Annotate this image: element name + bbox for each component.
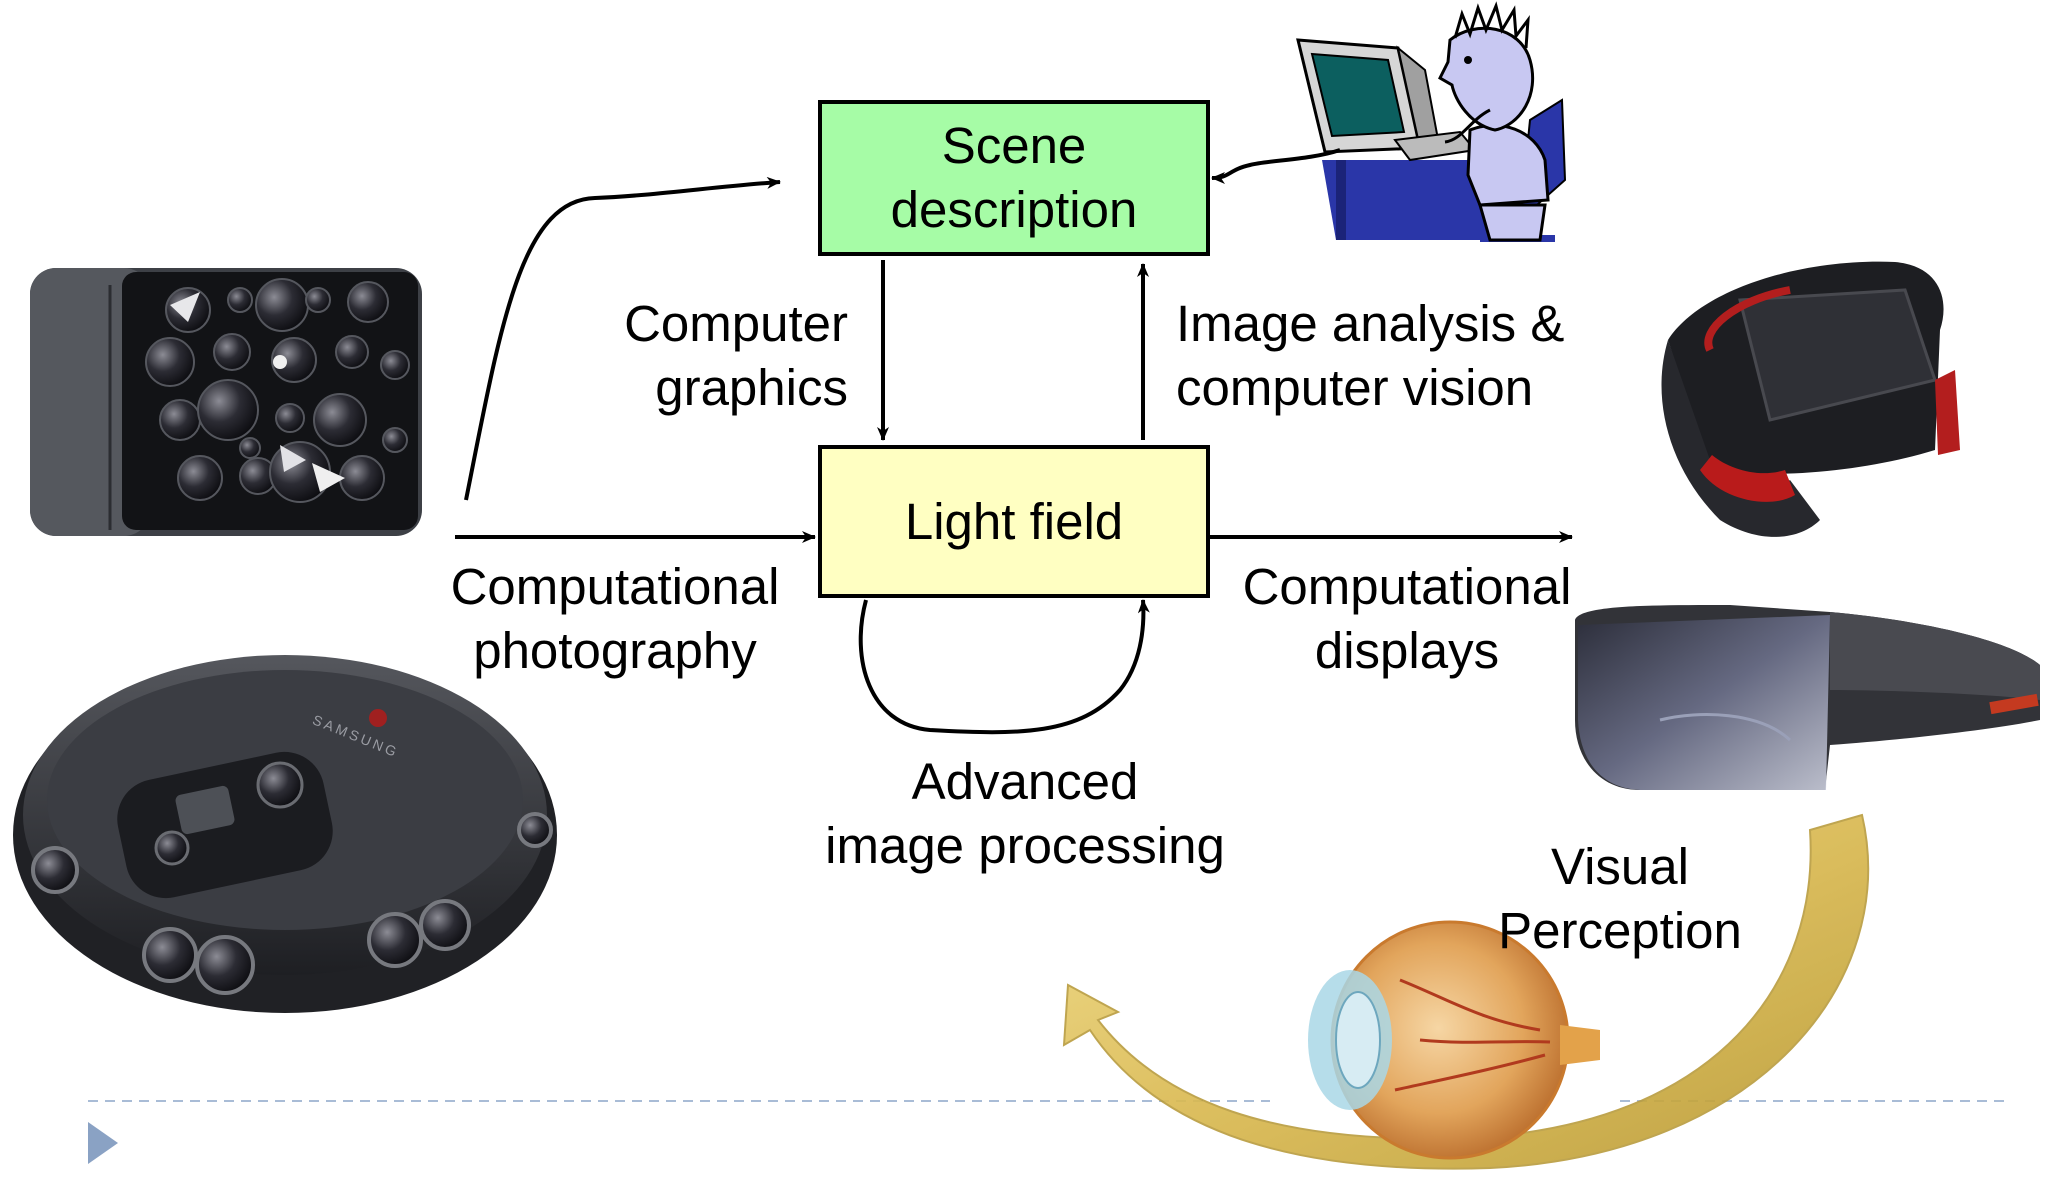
image-processing-loop-arrow (858, 599, 1150, 735)
advanced-image-processing-label: Advanced image processing (825, 753, 1225, 874)
scene-box-line1: Scene (941, 117, 1087, 174)
light-field-label: Light field (904, 492, 1124, 550)
visual-perception-arrow (1062, 813, 1870, 1170)
computer-to-scene-arrow (1211, 148, 1341, 184)
ar-headset-image (1575, 605, 2040, 790)
vr-headset-image (1661, 261, 1960, 537)
computational-photography-label: Computational photography (450, 558, 780, 679)
visual-perception-label: Visual Perception (1498, 838, 1742, 959)
image-analysis-label: Image analysis & computer vision (1176, 295, 1565, 416)
bullet-triangle-icon (88, 1122, 118, 1164)
multi-lens-camera-image (30, 268, 422, 536)
camera-to-scene-arrow (464, 176, 781, 501)
human-eye-image (1308, 920, 1600, 1160)
light-field-box: Light field (818, 445, 1210, 598)
scene-description-box: Scene description (818, 100, 1210, 256)
samsung-360-camera-image (13, 655, 557, 1013)
scene-box-line2: description (890, 181, 1138, 238)
computer-graphics-label: Computer graphics (624, 295, 848, 416)
computational-displays-label: Computational displays (1242, 558, 1572, 679)
person-at-computer-image (1296, 1, 1567, 242)
